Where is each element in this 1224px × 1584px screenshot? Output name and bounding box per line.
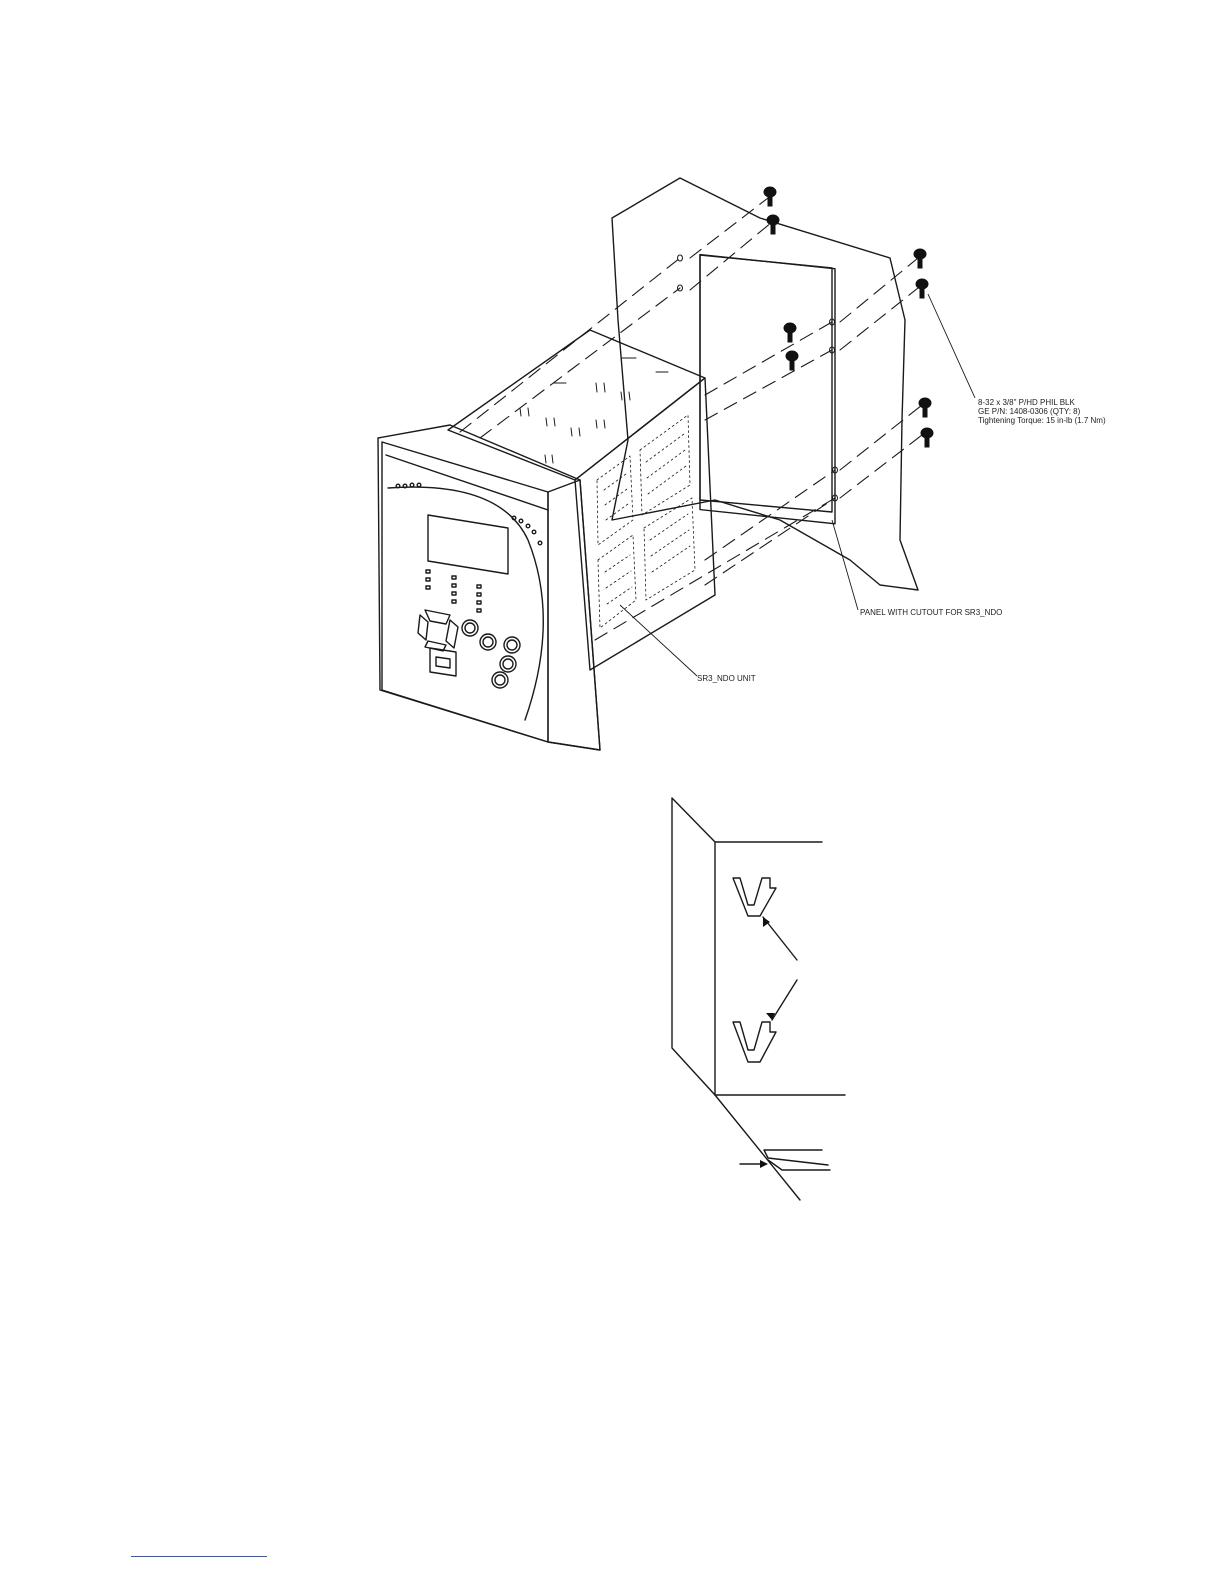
clip-detail-view — [672, 798, 845, 1200]
indicator-led-columns — [426, 570, 481, 612]
screw-spec-line3: Tightening Torque: 15 in-lb (1.7 Nm) — [978, 416, 1106, 425]
push-buttons — [462, 620, 520, 688]
screw-icon — [764, 187, 776, 206]
detail-panel-edge — [672, 798, 715, 1095]
screw-spec-line2: GE P/N: 1408-0306 (QTY: 8) — [978, 407, 1106, 416]
screw-spec-line1: 8-32 x 3/8" P/HD PHIL BLK — [978, 398, 1106, 407]
panel-mounting-holes — [678, 255, 838, 501]
footer-link-rule — [131, 1556, 267, 1557]
top-slots — [520, 358, 668, 463]
mounting-screws — [764, 187, 933, 447]
display-window — [428, 515, 508, 574]
screw-spec-callout: 8-32 x 3/8" P/HD PHIL BLK GE P/N: 1408-0… — [978, 398, 1106, 425]
screw-icon — [921, 428, 933, 447]
side-vent-grids — [597, 415, 695, 628]
projection-lines — [460, 198, 922, 640]
unit-top-face — [448, 330, 705, 480]
unit-label: SR3_NDO UNIT — [697, 674, 756, 683]
screw-icon — [786, 351, 798, 370]
screw-icon — [914, 249, 926, 268]
panel-label: PANEL WITH CUTOUT FOR SR3_NDO — [860, 608, 1002, 617]
clip-profile-upper — [733, 878, 776, 916]
panel-cutout-outline — [700, 255, 832, 512]
callout-leaders — [620, 294, 975, 676]
clip-profile-lower — [733, 1022, 776, 1062]
screw-icon — [919, 398, 931, 417]
mounting-panel — [612, 178, 918, 590]
bezel-edge — [548, 480, 600, 750]
detail-arrowheads — [760, 917, 775, 1168]
usb-port — [430, 648, 456, 676]
navigation-keypad — [418, 610, 458, 651]
status-leds-top — [396, 483, 542, 545]
screw-icon — [784, 323, 796, 342]
